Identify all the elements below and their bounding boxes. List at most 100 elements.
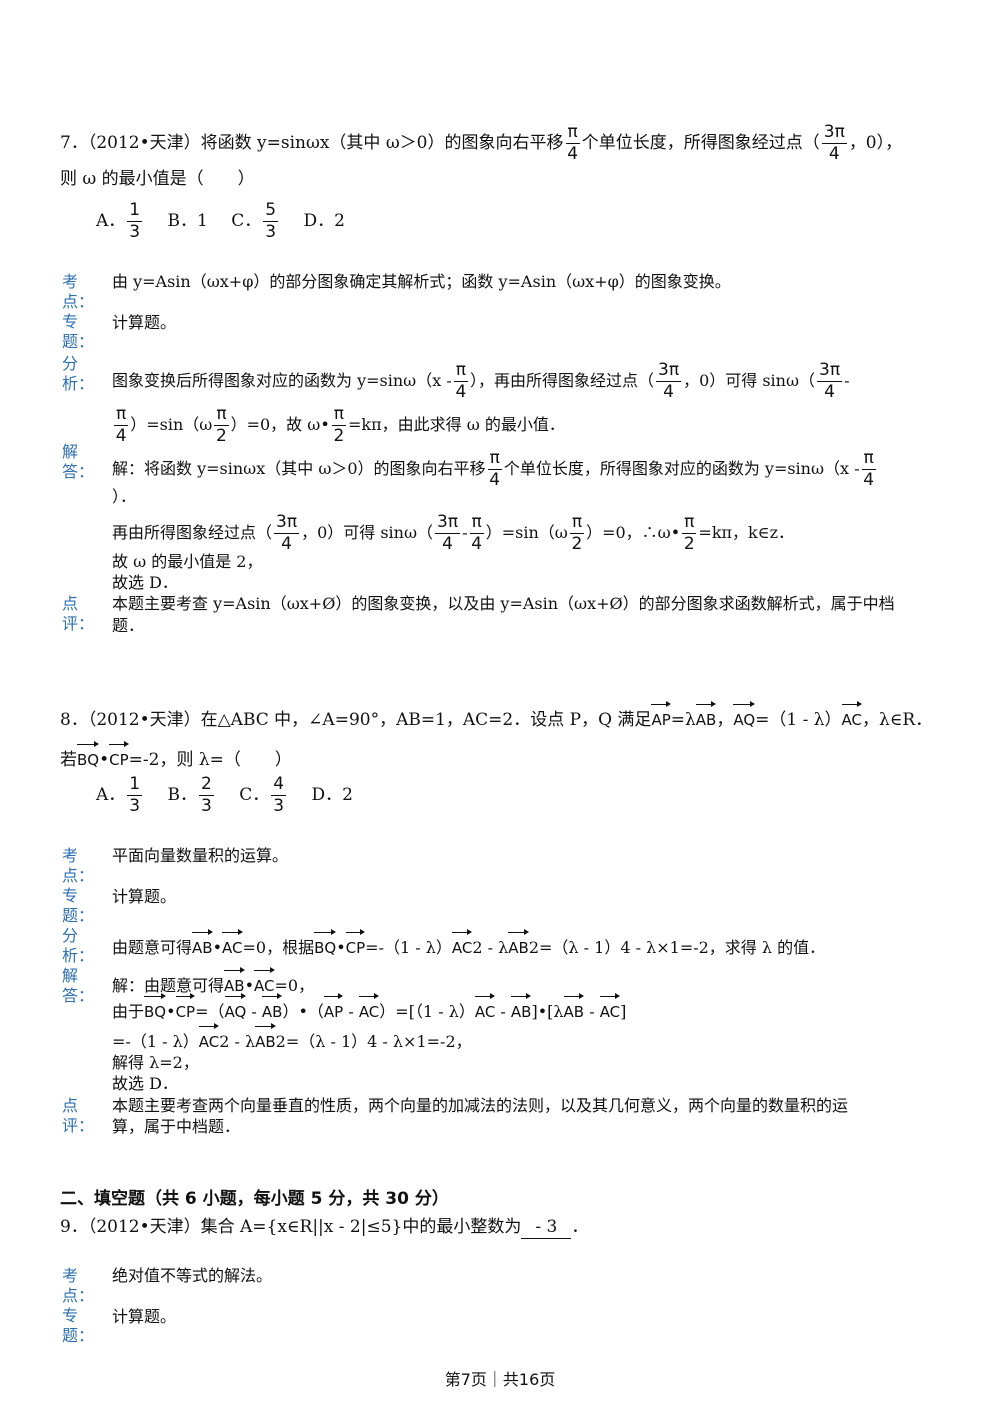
q8-fenxi-label: 分析： — [62, 926, 94, 966]
vector-ac: AC — [198, 1023, 220, 1053]
text: 由题意可得 — [112, 938, 193, 957]
text: 2 - λ — [219, 1032, 256, 1051]
q7-dianping-line1: 本题主要考查 y=Asin（ωx+Ø）的图象变换，以及由 y=Asin（ωx+Ø… — [112, 594, 895, 613]
text: • — [212, 938, 223, 957]
q7-kaodian-label: 考点： — [62, 272, 95, 312]
label-char: 考 — [62, 1266, 79, 1285]
label-char: 点 — [62, 594, 79, 613]
label-char: 点 — [62, 1096, 79, 1115]
q9-kaodian-label: 考点： — [62, 1266, 95, 1306]
frac-num: π — [682, 512, 697, 534]
q8-dianping-line2: 算，属于中档题． — [112, 1117, 241, 1136]
q7-jieda-line4: 故选 D． — [112, 573, 178, 592]
label-char: 答： — [62, 462, 95, 481]
frac-num: 3π — [821, 122, 847, 144]
q7-stem-text-c: ，0）， — [848, 133, 903, 153]
frac-den: 4 — [281, 534, 292, 554]
label-char: 析： — [62, 374, 95, 393]
label-char: 评： — [62, 1116, 95, 1135]
q8-jieda-line3: =-（1 - λ）AC2 - λAB2=（λ - 1）4 - λ×1=-2， — [112, 1023, 472, 1053]
vector-ap: AP — [323, 993, 344, 1023]
q7-choice-b: B．1 — [167, 211, 208, 231]
vector-ac: AC — [358, 993, 380, 1023]
label-char: 解 — [62, 442, 79, 461]
vector-ab: AB — [261, 993, 282, 1023]
frac-den: 2 — [683, 534, 695, 554]
page-footer: 第7页｜共16页 — [444, 1370, 556, 1389]
text: =kπ，由此求得 ω 的最小值． — [348, 415, 565, 434]
choice-label: B． — [167, 785, 198, 805]
text: ，0）可得 sinω（ — [301, 523, 434, 542]
vector-ab: AB — [695, 701, 716, 731]
choice-label: C． — [231, 211, 262, 231]
q7-dianping-line2: 题． — [112, 616, 145, 635]
label-char: 点： — [62, 292, 95, 311]
frac-num: π — [569, 512, 585, 534]
text: • — [336, 938, 346, 957]
frac-den: 2 — [571, 534, 583, 554]
text: =（ — [195, 1002, 225, 1021]
label-char: 考 — [62, 846, 79, 865]
text: 9．（2012•天津）集合 A={x∈R||x - 2|≤5}中的最小整数为 — [60, 1217, 522, 1237]
frac-num: 1 — [127, 200, 143, 222]
q8-jieda-line5: 故选 D． — [112, 1074, 178, 1093]
label-char: 专 — [62, 886, 79, 905]
text: 2=（λ - 1）4 - λ×1=-2， — [275, 1032, 472, 1051]
frac-num: 3π — [435, 512, 461, 534]
frac-den: 4 — [567, 144, 579, 164]
vector-cp: CP — [345, 929, 365, 959]
vector-bq: BQ — [314, 929, 337, 959]
text: 个单位长度，所得图象对应的函数为 y=sinω（x - — [503, 459, 860, 478]
vector-ac: AC — [474, 993, 496, 1023]
text: ] — [620, 1002, 627, 1021]
text: 解：将函数 y=sinωx（其中 ω＞0）的图象向右平移 — [112, 459, 486, 478]
q8-zhuanti-label: 专题： — [62, 886, 95, 926]
q9-zhuanti-label: 专题： — [62, 1306, 94, 1346]
text: - — [584, 1002, 600, 1021]
frac-den: 2 — [216, 426, 227, 446]
frac-den: 4 — [455, 382, 467, 402]
frac-den: 3 — [201, 796, 212, 816]
q9-zhuanti-text: 计算题。 — [112, 1307, 177, 1326]
vector-ab: AB — [510, 993, 531, 1023]
text: • — [244, 976, 255, 995]
q7-zhuanti-text: 计算题。 — [112, 313, 177, 332]
text: 解：由题意可得 — [112, 976, 225, 995]
vector-aq: AQ — [224, 993, 246, 1023]
frac-num: π — [565, 122, 580, 144]
label-char: 点： — [62, 1286, 95, 1305]
q8-kaodian-text: 平面向量数量积的运算。 — [112, 846, 289, 865]
vector-ab: AB — [563, 993, 584, 1023]
q9-kaodian-text: 绝对值不等式的解法。 — [112, 1266, 273, 1285]
vector-ab: AB — [255, 1023, 276, 1053]
text: ． — [571, 1217, 589, 1237]
vector-ab: AB — [224, 967, 245, 997]
text: =0， — [274, 976, 315, 995]
text: 2 - λ — [472, 938, 509, 957]
choice-label: A． — [96, 785, 126, 805]
vector-ab: AB — [508, 929, 529, 959]
section-title: 二、填空题（共 6 小题，每小题 5 分，共 30 分） — [60, 1189, 449, 1209]
label-char: 题： — [62, 906, 95, 925]
frac-num: π — [487, 448, 502, 470]
text: - — [844, 371, 850, 390]
frac-den: 4 — [824, 382, 835, 402]
q8-kaodian-label: 考点： — [62, 846, 94, 886]
q8-jieda-label: 解答： — [62, 966, 94, 1006]
q7-jieda-line3: 故 ω 的最小值是 2， — [112, 552, 263, 571]
